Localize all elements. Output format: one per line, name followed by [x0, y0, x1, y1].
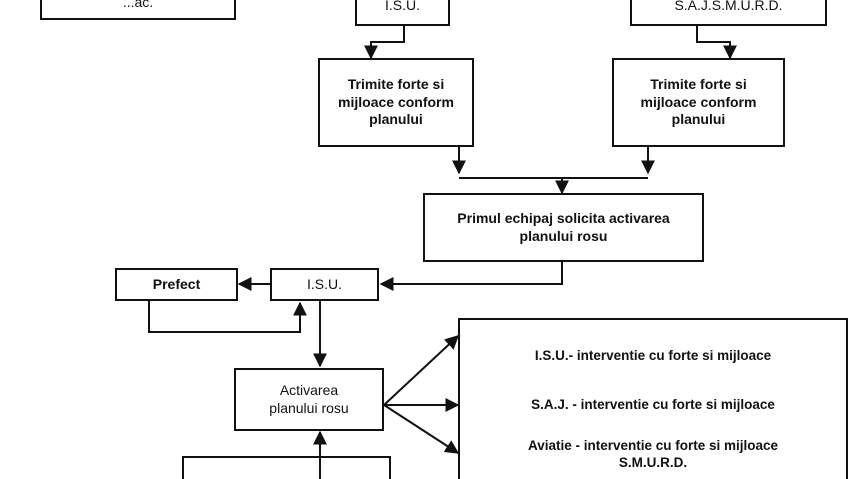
top-saj-smurd-box: S.A.J.S.M.U.R.D.: [630, 0, 827, 26]
arrow-first-crew-to-isu: [379, 262, 563, 291]
result-isu: I.S.U.- interventie cu forte si mijloace: [534, 348, 772, 363]
arrow-isu-to-send-left: [364, 26, 405, 60]
top-isu-label: I.S.U.: [384, 0, 420, 14]
isu-label: I.S.U.: [306, 275, 342, 292]
isu-box: I.S.U.: [270, 268, 379, 301]
results-box: I.S.U.- interventie cu forte si mijloace…: [458, 318, 848, 479]
send-forces-right-box: Trimite forte si mijloace conform planul…: [612, 58, 785, 147]
arrow-activation-to-aviation-result: [383, 404, 460, 454]
result-aviation: Aviatie - interventie cu forte si mijloa…: [527, 438, 779, 470]
loop-prefect-to-isu: [148, 300, 307, 333]
arrow-saj-to-send-right: [696, 26, 737, 60]
top-saj-smurd-label: S.A.J.S.M.U.R.D.: [674, 0, 783, 14]
top-isu-box: I.S.U.: [355, 0, 450, 26]
top-left-box: ...ac.: [40, 0, 236, 20]
prefect-label: Prefect: [152, 275, 201, 292]
result-saj: S.A.J. - interventie cu forte si mijloac…: [531, 397, 775, 412]
send-forces-right-label: Trimite forte si mijloace conform planul…: [640, 76, 757, 128]
bottom-bracket-line: [182, 456, 391, 479]
activate-plan-box: Activarea planului rosu: [234, 368, 384, 431]
top-left-box-label: ...ac.: [122, 0, 154, 11]
activate-plan-label: Activarea planului rosu: [269, 382, 349, 416]
arrow-activation-to-isu-result: [383, 335, 460, 406]
send-forces-left-label: Trimite forte si mijloace conform planul…: [338, 76, 454, 128]
send-forces-left-box: Trimite forte si mijloace conform planul…: [318, 58, 474, 147]
first-crew-box: Primul echipaj solicita activarea planul…: [423, 193, 704, 262]
first-crew-label: Primul echipaj solicita activarea planul…: [457, 210, 670, 244]
prefect-box: Prefect: [115, 268, 238, 301]
